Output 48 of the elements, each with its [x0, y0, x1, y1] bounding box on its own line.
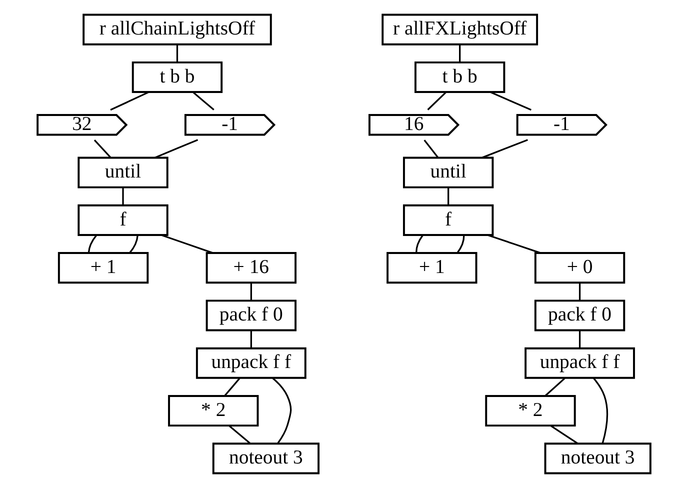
connector: [488, 234, 542, 254]
connector: [272, 378, 292, 444]
connector: [122, 188, 124, 206]
node-box: pack f 0: [206, 300, 297, 332]
node-box: + 1: [58, 252, 149, 284]
connector: [456, 235, 465, 254]
node-box: pack f 0: [534, 300, 626, 332]
node-box: until: [402, 156, 494, 188]
connector: [550, 425, 578, 444]
node-box: + 16: [206, 252, 297, 284]
connector: [192, 92, 214, 110]
node-box: unpack f f: [196, 347, 306, 379]
connector: [482, 139, 528, 158]
node-box: t b b: [414, 61, 506, 93]
connector: [176, 44, 178, 62]
node-box: noteout 3: [544, 442, 652, 474]
connector: [154, 139, 198, 158]
connector: [88, 234, 98, 253]
connector: [544, 378, 566, 396]
connector: [228, 425, 251, 444]
connector: [415, 234, 424, 253]
connector: [459, 44, 461, 62]
node-box: + 0: [534, 252, 626, 284]
connector: [490, 91, 532, 111]
connector: [224, 378, 240, 396]
connector: [110, 91, 149, 111]
connector: [161, 234, 214, 254]
node-box: + 1: [386, 252, 478, 284]
node-box: * 2: [485, 395, 576, 427]
connector: [129, 235, 138, 254]
node-box: r allChainLightsOff: [82, 14, 272, 46]
connector: [427, 92, 446, 110]
node-box: unpack f f: [524, 347, 635, 379]
connector: [448, 188, 450, 206]
node-box: * 2: [168, 395, 259, 427]
connector: [250, 330, 252, 348]
node-box: until: [78, 156, 168, 188]
connector: [578, 330, 581, 348]
connector: [424, 140, 438, 158]
node-box: r allFXLightsOff: [382, 14, 538, 46]
node-box: noteout 3: [212, 442, 320, 474]
connector: [592, 378, 608, 444]
node-box: f: [78, 204, 168, 236]
node-box: t b b: [132, 61, 223, 93]
connector: [250, 283, 252, 300]
connector: [578, 283, 581, 300]
node-box: f: [402, 204, 494, 236]
connector: [94, 140, 112, 158]
